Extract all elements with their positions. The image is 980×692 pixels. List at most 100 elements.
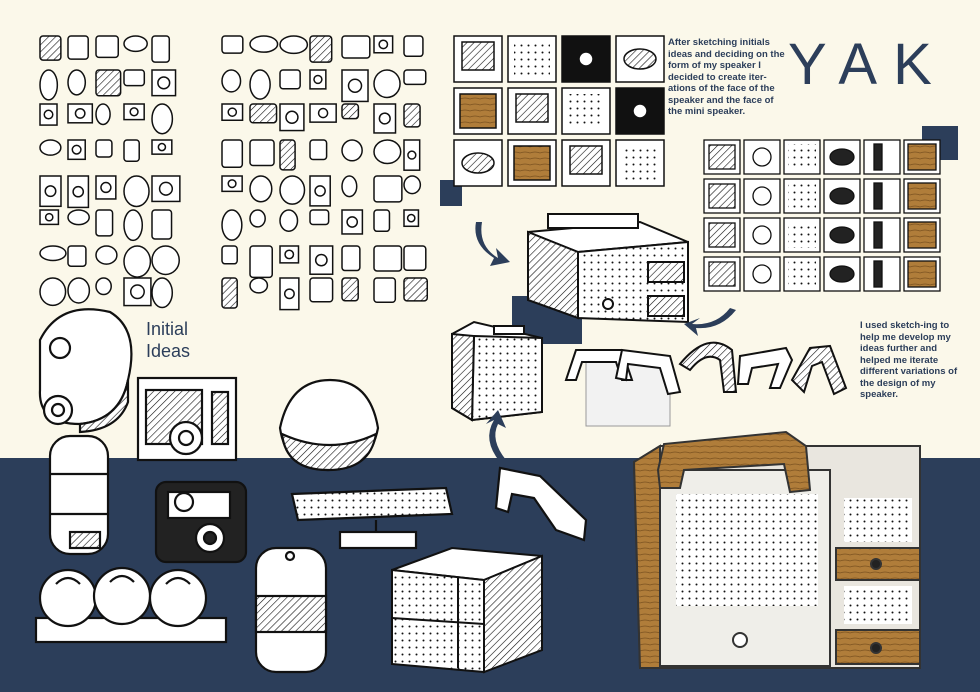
- speaker-thumbnail: [67, 277, 91, 304]
- speaker-thumbnail: [309, 139, 328, 161]
- speaker-thumbnail: [373, 175, 403, 203]
- speaker-thumbnail: [151, 209, 173, 240]
- speaker-face-iterations: [453, 35, 665, 187]
- speaker-driver: [74, 107, 86, 119]
- speaker-driver: [227, 107, 238, 117]
- face-grille: [708, 261, 736, 287]
- face-driver: [623, 48, 657, 70]
- speaker-thumbnail: [249, 277, 269, 294]
- face-grille: [788, 261, 816, 287]
- speaker-thumbnail: [403, 277, 429, 302]
- speaker-thumbnail: [341, 175, 358, 198]
- face-driver: [752, 264, 772, 284]
- face-grille: [568, 94, 604, 128]
- speaker-thumbnail: [67, 35, 89, 60]
- face-grille: [788, 144, 816, 170]
- initial-ideas-line-1: Initial: [146, 319, 189, 339]
- face-grille: [459, 93, 497, 129]
- speaker-driver: [346, 216, 359, 228]
- speaker-thumbnail: [95, 245, 118, 265]
- face-grille: [708, 144, 736, 170]
- speaker-thumbnail: [123, 139, 140, 163]
- speaker-thumbnail: [373, 69, 401, 99]
- speaker-thumbnail: [403, 69, 427, 86]
- speaker-driver: [378, 112, 391, 125]
- face-driver: [578, 51, 594, 67]
- speaker-driver: [100, 181, 112, 194]
- face-grille: [515, 93, 549, 123]
- speaker-thumbnail: [67, 69, 87, 96]
- speaker-thumbnail: [309, 277, 334, 303]
- speaker-thumbnail: [221, 277, 238, 309]
- speaker-thumbnail: [95, 69, 122, 97]
- speaker-thumbnail: [221, 69, 242, 93]
- face-grille: [788, 222, 816, 248]
- face-grille: [907, 143, 937, 171]
- speaker-thumbnail: [249, 209, 266, 228]
- speaker-thumbnail: [123, 277, 152, 307]
- speaker-driver: [129, 284, 145, 300]
- speaker-driver: [157, 142, 167, 152]
- speaker-thumbnail: [373, 139, 402, 165]
- face-grille: [461, 41, 495, 71]
- speaker-thumbnail: [95, 103, 111, 126]
- speaker-driver: [71, 144, 82, 155]
- face-grille: [873, 143, 883, 171]
- speaker-thumbnail: [123, 69, 146, 87]
- speaker-driver: [407, 150, 417, 160]
- face-grille: [907, 260, 937, 288]
- speaker-thumbnail: [249, 35, 279, 53]
- handle-sketch: [494, 466, 588, 542]
- speaker-thumbnail: [279, 209, 299, 232]
- speaker-thumbnail: [403, 175, 422, 195]
- face-driver: [752, 225, 772, 245]
- face-driver: [829, 148, 855, 166]
- speaker-thumbnail: [151, 103, 174, 135]
- speaker-driver: [378, 39, 389, 50]
- face-iteration-note: After sketching initials ideas and decid…: [668, 37, 785, 117]
- speaker-concept-sketch: [527, 213, 689, 324]
- speaker-thumbnail: [249, 245, 273, 279]
- speaker-thumbnail: [39, 277, 67, 307]
- speaker-driver: [44, 212, 54, 222]
- speaker-thumbnail: [95, 35, 120, 59]
- speaker-thumbnail: [249, 175, 273, 203]
- speaker-thumbnail: [39, 69, 59, 101]
- initial-ideas-line-2: Ideas: [146, 341, 191, 361]
- speaker-thumbnail: [123, 35, 148, 53]
- face-grille: [514, 42, 550, 76]
- speaker-driver: [285, 110, 299, 125]
- speaker-driver: [313, 74, 323, 85]
- speaker-driver: [227, 179, 237, 189]
- speaker-thumbnail: [341, 103, 360, 120]
- speaker-driver: [43, 109, 54, 120]
- speaker-thumbnail: [39, 35, 62, 61]
- face-driver: [752, 147, 772, 167]
- speaker-driver: [158, 181, 174, 196]
- speaker-thumbnail: [67, 245, 87, 267]
- face-grille: [708, 183, 736, 209]
- speaker-thumbnail: [403, 35, 424, 58]
- speaker-thumbnail: [123, 209, 144, 242]
- final-speaker-render: [632, 430, 921, 669]
- handle-iterations: [564, 341, 848, 427]
- speaker-driver: [314, 185, 326, 197]
- speaker-thumbnail: [249, 139, 275, 167]
- initial-ideas-sketches: [39, 35, 429, 311]
- speaker-dotted-box-sketch: [391, 546, 543, 674]
- speaker-driver: [317, 107, 329, 119]
- face-grille: [788, 183, 816, 209]
- speaker-thumbnail: [221, 35, 244, 54]
- speaker-thumbnail: [279, 139, 296, 171]
- speaker-thumbnail: [249, 69, 271, 100]
- face-grille: [873, 221, 883, 249]
- face-grille: [907, 182, 937, 210]
- speaker-driver: [157, 76, 171, 90]
- large-speaker-sketches: [34, 308, 454, 674]
- speaker-thumbnail: [123, 245, 152, 278]
- initial-ideas-label: Initial Ideas: [146, 318, 190, 362]
- face-grille: [873, 260, 883, 288]
- speaker-driver: [406, 213, 416, 223]
- speaker-thumbnail: [341, 139, 363, 162]
